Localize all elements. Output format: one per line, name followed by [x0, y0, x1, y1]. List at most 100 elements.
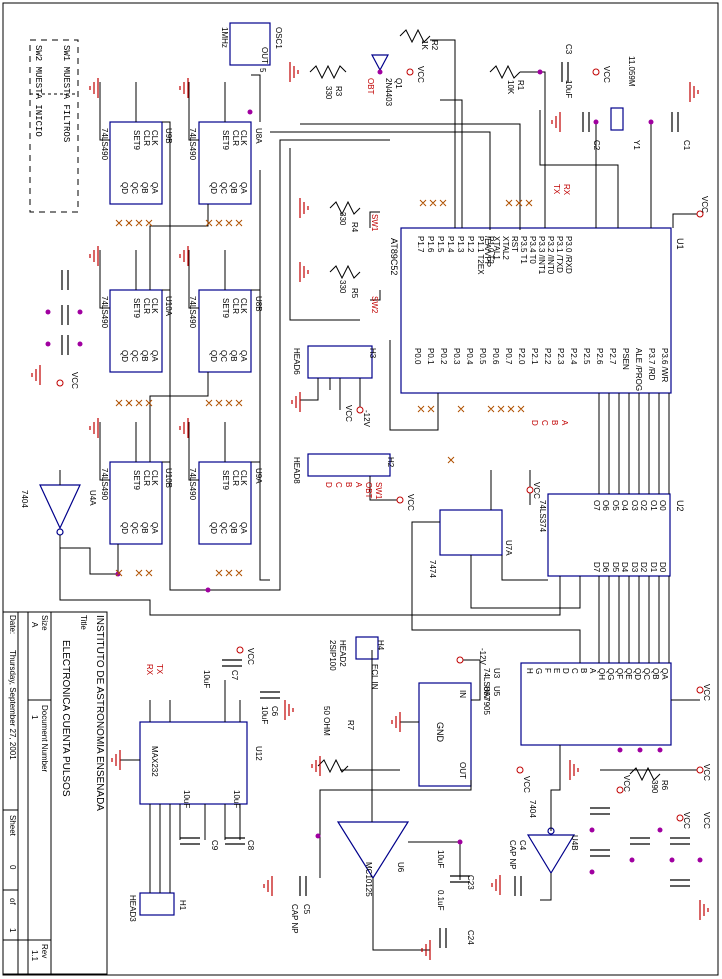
counter0-pin-clk: CLK — [150, 130, 159, 146]
c9-value: 10uF — [182, 790, 191, 809]
u1-box — [400, 227, 672, 394]
u8a-value: 74LS490 — [188, 128, 197, 161]
counter1-pin-qd: QD — [209, 182, 218, 194]
c5-value: CAP NP — [290, 904, 299, 934]
tb-size: A — [30, 622, 39, 628]
u1-bottom-pin-17: P0.2 — [439, 348, 448, 365]
counter5-pin-qb: QB — [229, 522, 238, 534]
tb-sheet-total: 1 — [8, 928, 17, 933]
net-d: D — [530, 420, 539, 426]
vcc-r6: VCC — [702, 764, 711, 781]
u2-q-pin-0: O0 — [658, 500, 667, 511]
r6-value: 390 — [650, 780, 659, 794]
c24-ref: C24 — [466, 930, 475, 945]
c5-ref: C5 — [302, 904, 311, 915]
r4-value: 330 — [338, 212, 347, 226]
vcc-left: VCC — [70, 372, 79, 389]
u1-bottom-pin-8: P2.3 — [556, 348, 565, 365]
c7-ref: C7 — [230, 670, 239, 681]
u3-pin-9: B — [579, 668, 588, 674]
net-rx-u12: RX — [145, 664, 154, 676]
wiring — [59, 39, 700, 951]
u2-d-pin-1: D1 — [648, 562, 658, 573]
r7-ref: R7 — [346, 720, 355, 731]
counter2-pin-qc: QC — [130, 350, 139, 362]
junction-dots — [45, 69, 703, 875]
q1-value: 2N4403 — [384, 78, 393, 107]
r6-ref: R6 — [660, 780, 669, 791]
h2-ref: H2 — [386, 457, 395, 468]
net-sw2-r5: SW2 — [370, 296, 379, 314]
vcc-u7a: VCC — [532, 482, 541, 499]
h4-ref: H4 — [376, 640, 385, 651]
counter4-pin-qc: QC — [130, 522, 139, 534]
vcc-c-bank3: VCC — [702, 812, 711, 829]
u3-pin-6: QG — [606, 668, 615, 681]
u7a-box — [439, 509, 503, 556]
title-block-frame — [2, 611, 108, 975]
u8a-ref: U8A — [254, 128, 263, 144]
u1-right-pin-2: P3.2 /INT0 — [546, 236, 555, 275]
u1-right-pin-7: XTAL2 — [501, 236, 510, 260]
r3-symbol — [309, 64, 347, 80]
u6-value: MC10125 — [364, 862, 373, 897]
c3-ref: C3 — [564, 44, 573, 55]
counter1-pin-qc: QC — [219, 182, 228, 194]
counter1-pin-qb: QB — [229, 182, 238, 194]
h2-net-d: D — [324, 482, 333, 488]
osc1-ref: OSC1 — [274, 27, 283, 49]
u9b-ref: U9B — [164, 128, 173, 144]
tb-organization: INSTITUTO DE ASTRONOMIA ENSENADA — [94, 615, 105, 811]
net-b: B — [550, 420, 559, 426]
y1-body — [610, 107, 624, 131]
net-tx: TX — [552, 184, 561, 195]
u1-left-pin-7: P1.7 — [416, 236, 425, 253]
r1-ref: R1 — [516, 80, 525, 91]
capacitors — [61, 62, 690, 948]
tb-docnum-label: Document Number — [40, 705, 49, 773]
counter3-pin-clk: CLK — [239, 298, 248, 314]
u3-pin-1: QB — [651, 668, 660, 680]
osc1-value: 1MHz — [220, 27, 229, 48]
counter3-pin-qd: QD — [209, 350, 218, 362]
u2-q-pin-3: O3 — [629, 500, 639, 511]
r2-ref: R2 — [430, 40, 439, 51]
u3-pin-2: QC — [642, 668, 651, 680]
u6-comparator — [336, 821, 410, 880]
u1-bottom-pin-12: P0.7 — [504, 348, 513, 365]
c7-value: 10uF — [202, 670, 211, 689]
u2-q-pin-6: O6 — [601, 500, 610, 511]
u1-bottom-pin-3: PSEN — [621, 348, 630, 370]
u1-value: AT89C52 — [389, 238, 399, 276]
u1-bottom-pin-7: P2.4 — [569, 348, 578, 365]
counter4-pin-qd: QD — [120, 522, 129, 534]
osc1-pin-num: 5 — [258, 68, 267, 73]
r5-value: 330 — [338, 280, 347, 294]
u3-pin-5: QF — [615, 668, 624, 680]
c1-ref: C1 — [682, 140, 691, 151]
legend-sw2: SW2 MUESTA INICIO — [33, 45, 43, 137]
counter2-pin-clk: CLK — [150, 298, 159, 314]
r2-value: 1K — [420, 40, 429, 50]
vcc-c-bank2: VCC — [682, 812, 691, 829]
u1-bottom-pin-9: P2.2 — [543, 348, 552, 365]
u1-bottom-pin-18: P0.1 — [426, 348, 435, 365]
u3-pin-0: QA — [660, 668, 669, 680]
r3-ref: R3 — [334, 86, 343, 97]
net-tx-u12: TX — [155, 664, 164, 675]
h3-ref: H3 — [368, 348, 377, 359]
u1-right-pin-4: P3.4 T0 — [528, 236, 537, 264]
u9a-value: 74LS490 — [188, 468, 197, 501]
u1-bottom-pin-5: P2.6 — [595, 348, 604, 365]
u5-minus12: -12V — [478, 648, 487, 665]
c8-ref: C8 — [246, 840, 255, 851]
u2-d-pin-6: D6 — [601, 562, 610, 573]
u3-pin-12: E — [552, 668, 561, 674]
vcc-u3-s0: VCC — [522, 776, 531, 793]
r4-symbol — [329, 200, 361, 216]
counter5-pin-clr: CLR — [231, 470, 240, 487]
h2-value: HEAD8 — [292, 457, 301, 484]
net-obt-q1: OBT — [366, 78, 375, 95]
u2-q-pin-2: O2 — [639, 500, 648, 511]
vcc-c3: VCC — [602, 66, 611, 83]
